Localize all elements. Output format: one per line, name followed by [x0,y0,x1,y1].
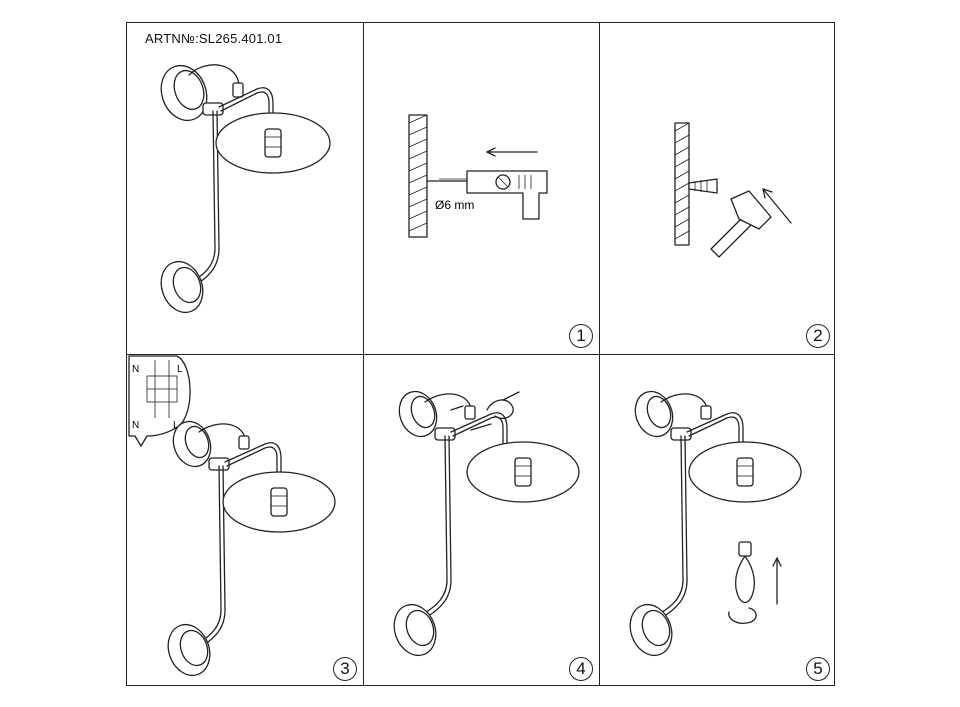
wire-label-n-top: N [132,364,139,375]
drill-illustration: Ø6 mm [408,114,548,238]
step-number-2: 2 [806,324,830,348]
panel-step-5: 5 [599,354,836,687]
lamp-overview-illustration [160,64,331,314]
panel-step-1: Ø6 mm 1 [363,23,599,354]
step-number-1: 1 [569,324,593,348]
panel-overview: ARTN№:SL265.401.01 [127,23,363,354]
step-number-3: 3 [333,657,357,681]
grid-divider [127,354,834,355]
article-number: ARTN№:SL265.401.01 [145,31,283,46]
wire-label-n-bottom: N [132,420,139,431]
wire-label-l-bottom: L [173,420,179,431]
wire-label-l-top: L [177,364,183,375]
bulb-illustration [629,390,802,657]
drill-size-label: Ø6 mm [435,198,474,212]
panel-step-3: N L N L 3 [127,354,363,687]
panel-step-2: 2 [599,23,836,354]
instruction-sheet: ARTN№:SL265.401.01 [126,22,835,686]
hammer-illustration [674,122,792,258]
mounting-illustration [393,390,580,657]
panel-step-4: 4 [363,354,599,687]
step-number-5: 5 [806,657,830,681]
step-number-4: 4 [569,657,593,681]
wiring-illustration: N L N L [128,355,336,677]
